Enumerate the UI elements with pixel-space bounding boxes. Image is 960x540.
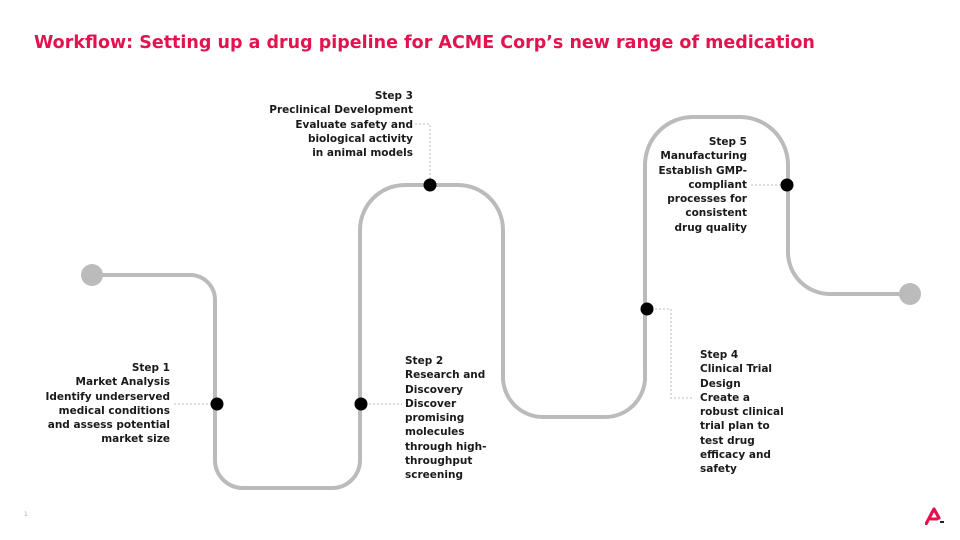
step-4-node (640, 302, 654, 316)
step-4-name: Clinical Trial Design (700, 363, 773, 390)
step-5-name: Manufacturing (660, 150, 747, 163)
step-1-text: Step 1 Market Analysis Identify underser… (35, 361, 170, 447)
step-5-node (780, 178, 794, 192)
page-number: 1 (24, 511, 28, 518)
step-5-description: Establish GMP-compliant processes for co… (658, 164, 747, 234)
step-4-label: Step 4 (700, 349, 739, 361)
step-4-description: Create a robust clinical trial plan to t… (700, 391, 784, 476)
connector-step-3 (415, 123, 431, 185)
end-node (899, 283, 921, 305)
step-2-text: Step 2 Research and Discovery Discover p… (405, 354, 513, 483)
step-2-node (354, 397, 368, 411)
step-3-node (423, 178, 437, 192)
acme-logo-icon (925, 507, 944, 525)
connector-step-4 (647, 308, 693, 399)
step-1-description: Identify underserved medical conditions … (45, 390, 170, 446)
step-2-description: Discover promising molecules through hig… (405, 397, 487, 482)
step-2-name: Research and Discovery (405, 369, 486, 396)
step-3-description: Evaluate safety and biological activity … (295, 118, 413, 160)
page-title: Workflow: Setting up a drug pipeline for… (34, 33, 815, 53)
step-3-label: Step 3 (374, 90, 413, 102)
step-1-name: Market Analysis (75, 376, 170, 389)
step-2-label: Step 2 (405, 355, 444, 367)
step-1-node (210, 397, 224, 411)
step-3-text: Step 3 Preclinical Development Evaluate … (263, 89, 413, 160)
workflow-path (92, 115, 910, 490)
step-1-label: Step 1 (131, 362, 170, 374)
step-4-text: Step 4 Clinical Trial Design Create a ro… (700, 348, 792, 477)
step-5-label: Step 5 (708, 136, 747, 148)
step-5-text: Step 5 Manufacturing Establish GMP-compl… (647, 135, 747, 235)
start-node (81, 264, 103, 286)
step-3-name: Preclinical Development (269, 104, 413, 117)
